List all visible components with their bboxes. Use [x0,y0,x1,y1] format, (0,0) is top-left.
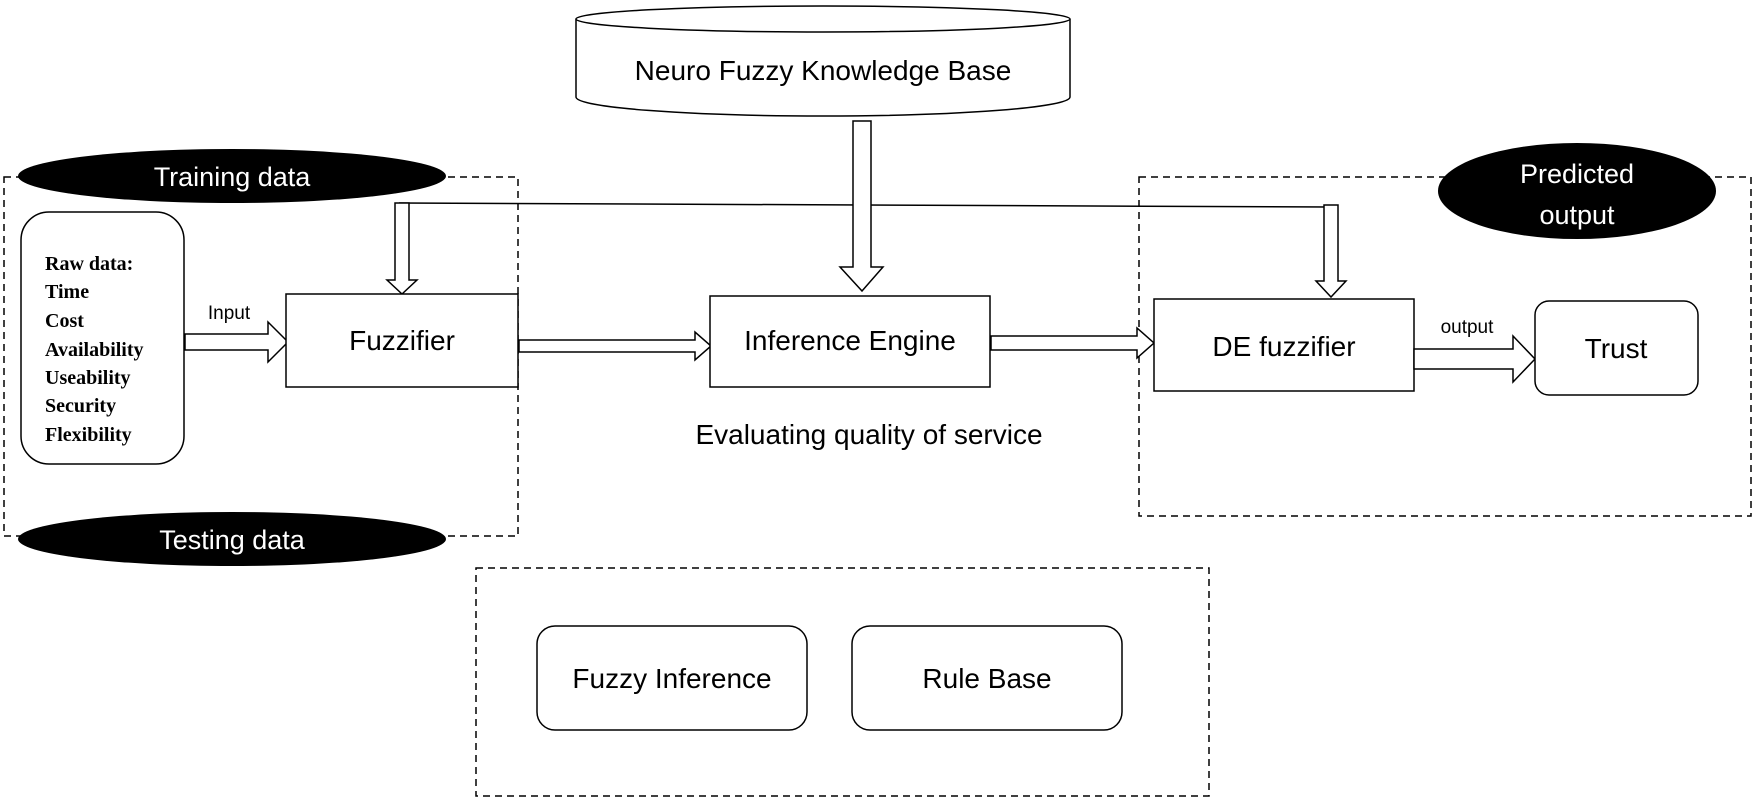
predicted-output-ellipse: Predicted output [1438,143,1716,239]
training-data-ellipse: Training data [18,149,446,203]
feedback-arrow-to-defuzzifier [1314,204,1348,299]
training-data-label: Training data [154,162,312,192]
fuzzifier-label: Fuzzifier [349,325,455,356]
raw-data-item: Availability [45,339,144,361]
fuzzy-inference-label: Fuzzy Inference [572,663,771,694]
input-label: Input [208,303,251,324]
inference-engine-label: Inference Engine [744,325,956,356]
input-arrow [184,320,290,364]
de-fuzzifier-box: DE fuzzifier [1153,298,1415,392]
testing-data-label: Testing data [159,525,306,555]
trust-box: Trust [1534,300,1699,396]
raw-data-item: Useability [45,367,131,389]
raw-data-item: Flexibility [45,424,132,446]
fuzzy-inference-box: Fuzzy Inference [536,625,808,731]
raw-data-box: Raw data: Time Cost Availability Useabil… [20,211,185,465]
raw-data-item: Security [45,395,116,417]
fuzzifier-to-inference-arrow [518,330,713,362]
raw-data-title: Raw data: [45,253,133,275]
knowledge-base-cylinder: Neuro Fuzzy Knowledge Base [575,5,1071,117]
fuzzifier-box: Fuzzifier [285,293,519,388]
inference-engine-box: Inference Engine [709,295,991,388]
rule-base-box: Rule Base [851,625,1123,731]
output-label: output [1441,317,1495,338]
quality-of-service-caption: Evaluating quality of service [695,419,1042,450]
rule-base-label: Rule Base [922,663,1051,694]
predicted-output-label-line1: Predicted [1520,159,1634,189]
knowledge-base-arrow-to-inference [838,120,885,293]
trust-label: Trust [1585,333,1648,364]
knowledge-base-label: Neuro Fuzzy Knowledge Base [635,55,1012,86]
inference-components-group-border [475,567,1210,797]
predicted-output-label-line2: output [1539,200,1615,230]
de-fuzzifier-label: DE fuzzifier [1212,331,1355,362]
testing-data-ellipse: Testing data [18,512,446,566]
inference-to-defuzzifier-arrow [990,326,1156,360]
feedback-arrow-to-fuzzifier [385,202,419,296]
output-arrow [1413,334,1537,384]
raw-data-item: Time [45,281,89,303]
raw-data-item: Cost [45,310,84,332]
